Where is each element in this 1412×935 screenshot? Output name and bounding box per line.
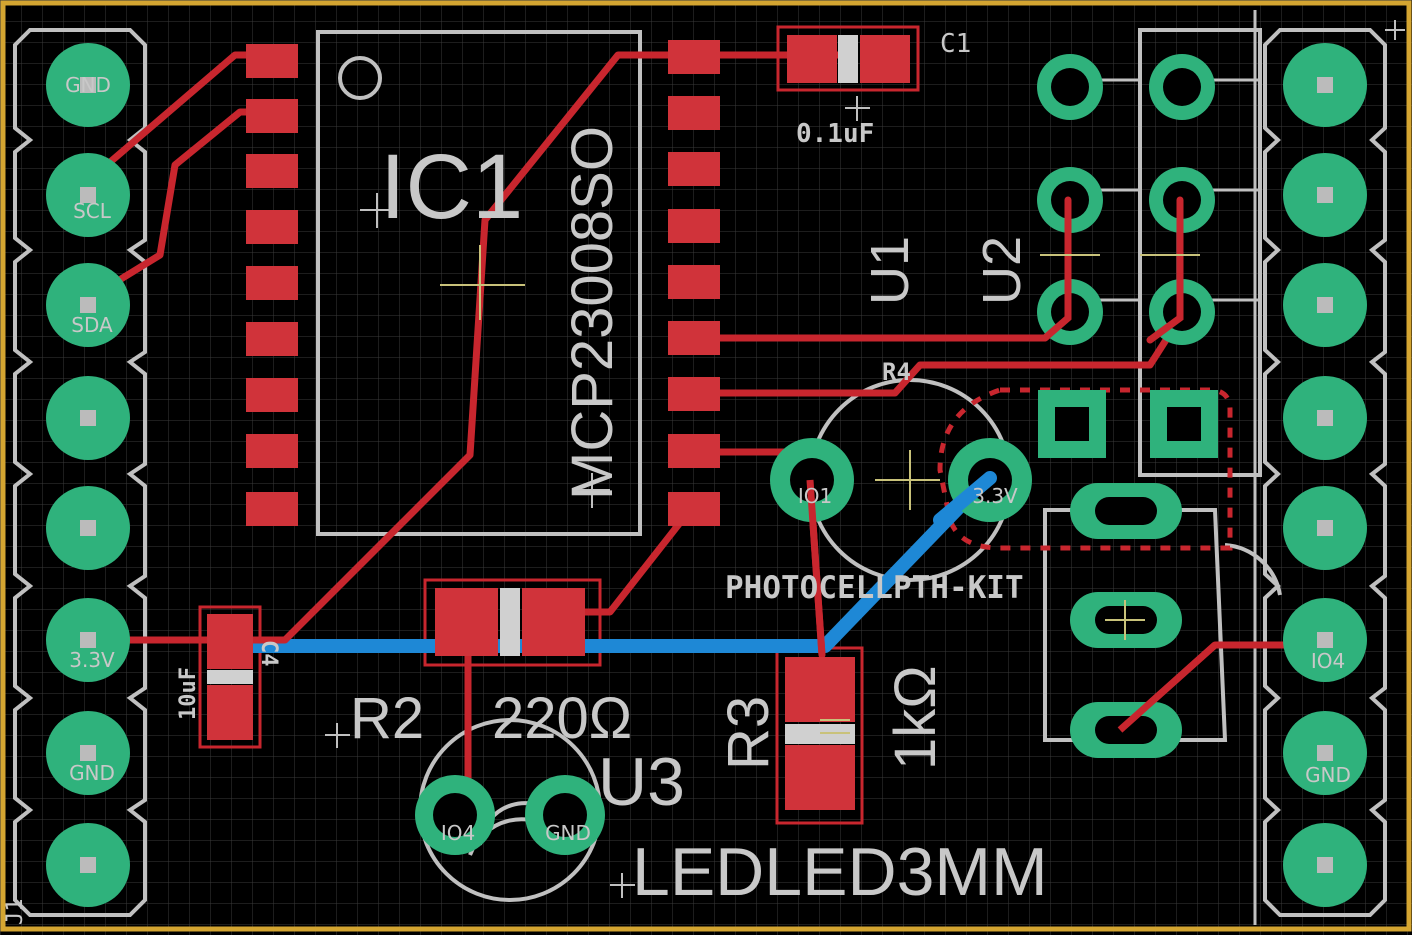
left-header: [46, 43, 130, 907]
ic1-name: IC1: [380, 136, 523, 238]
left-pin-label: GND: [65, 73, 111, 97]
ic1-pads: [246, 40, 720, 526]
u2-name: U2: [972, 236, 1032, 305]
c4-name: C4: [256, 640, 281, 667]
c1-value: 0.1uF: [796, 119, 874, 149]
c4-value: 10uF: [176, 667, 201, 720]
r2-name: R2: [350, 686, 424, 751]
r4-name: R4: [882, 358, 911, 386]
led-pin-label: GND: [545, 821, 591, 845]
text-labels: IC1 MCP23008SO C1 0.1uF 10uF C4 U1 U2 R4…: [3, 29, 1351, 925]
r2-value: 220Ω: [492, 686, 632, 751]
capacitor-c1-pads: [787, 35, 910, 83]
connector-traces: [1041, 196, 1184, 344]
resistor-r2-pads: [435, 588, 585, 656]
capacitor-c4-pads: [207, 614, 253, 740]
u1-name: U1: [860, 236, 920, 305]
led-pin-label: IO4: [441, 821, 475, 845]
keepout-outline: [937, 387, 1233, 551]
led-pads: [415, 775, 605, 855]
photocell-part: PHOTOCELLPTH-KIT: [725, 570, 1024, 606]
right-pin-label: IO4: [1311, 649, 1345, 673]
j1-name: J1: [3, 899, 28, 926]
resistor-r3-pads: [785, 657, 855, 810]
transistor-trace: [1117, 642, 1218, 733]
left-pin-label: GND: [69, 761, 115, 785]
silkscreen-outlines: [13, 10, 1387, 925]
r3-value: 1kΩ: [883, 665, 948, 770]
ic1-part: MCP23008SO: [560, 126, 625, 500]
right-pin-label: GND: [1305, 763, 1351, 787]
u3-name: U3: [598, 744, 685, 820]
c1-name: C1: [940, 29, 971, 59]
bottom-copper-end: [933, 471, 997, 527]
photocell-pin-label: IO1: [798, 484, 832, 508]
photocell-trace: [806, 479, 826, 656]
right-header: [1283, 43, 1367, 907]
led-part: LEDLED3MM: [632, 834, 1048, 910]
left-pin-label: SCL: [73, 199, 112, 223]
left-pin-label: SDA: [71, 313, 113, 337]
origin-markers: [325, 20, 1405, 898]
r3-name: R3: [716, 696, 781, 770]
center-markers: [440, 245, 1200, 734]
photocell-pin-label: 3.3V: [972, 484, 1018, 508]
left-pin-label: 3.3V: [69, 648, 115, 672]
